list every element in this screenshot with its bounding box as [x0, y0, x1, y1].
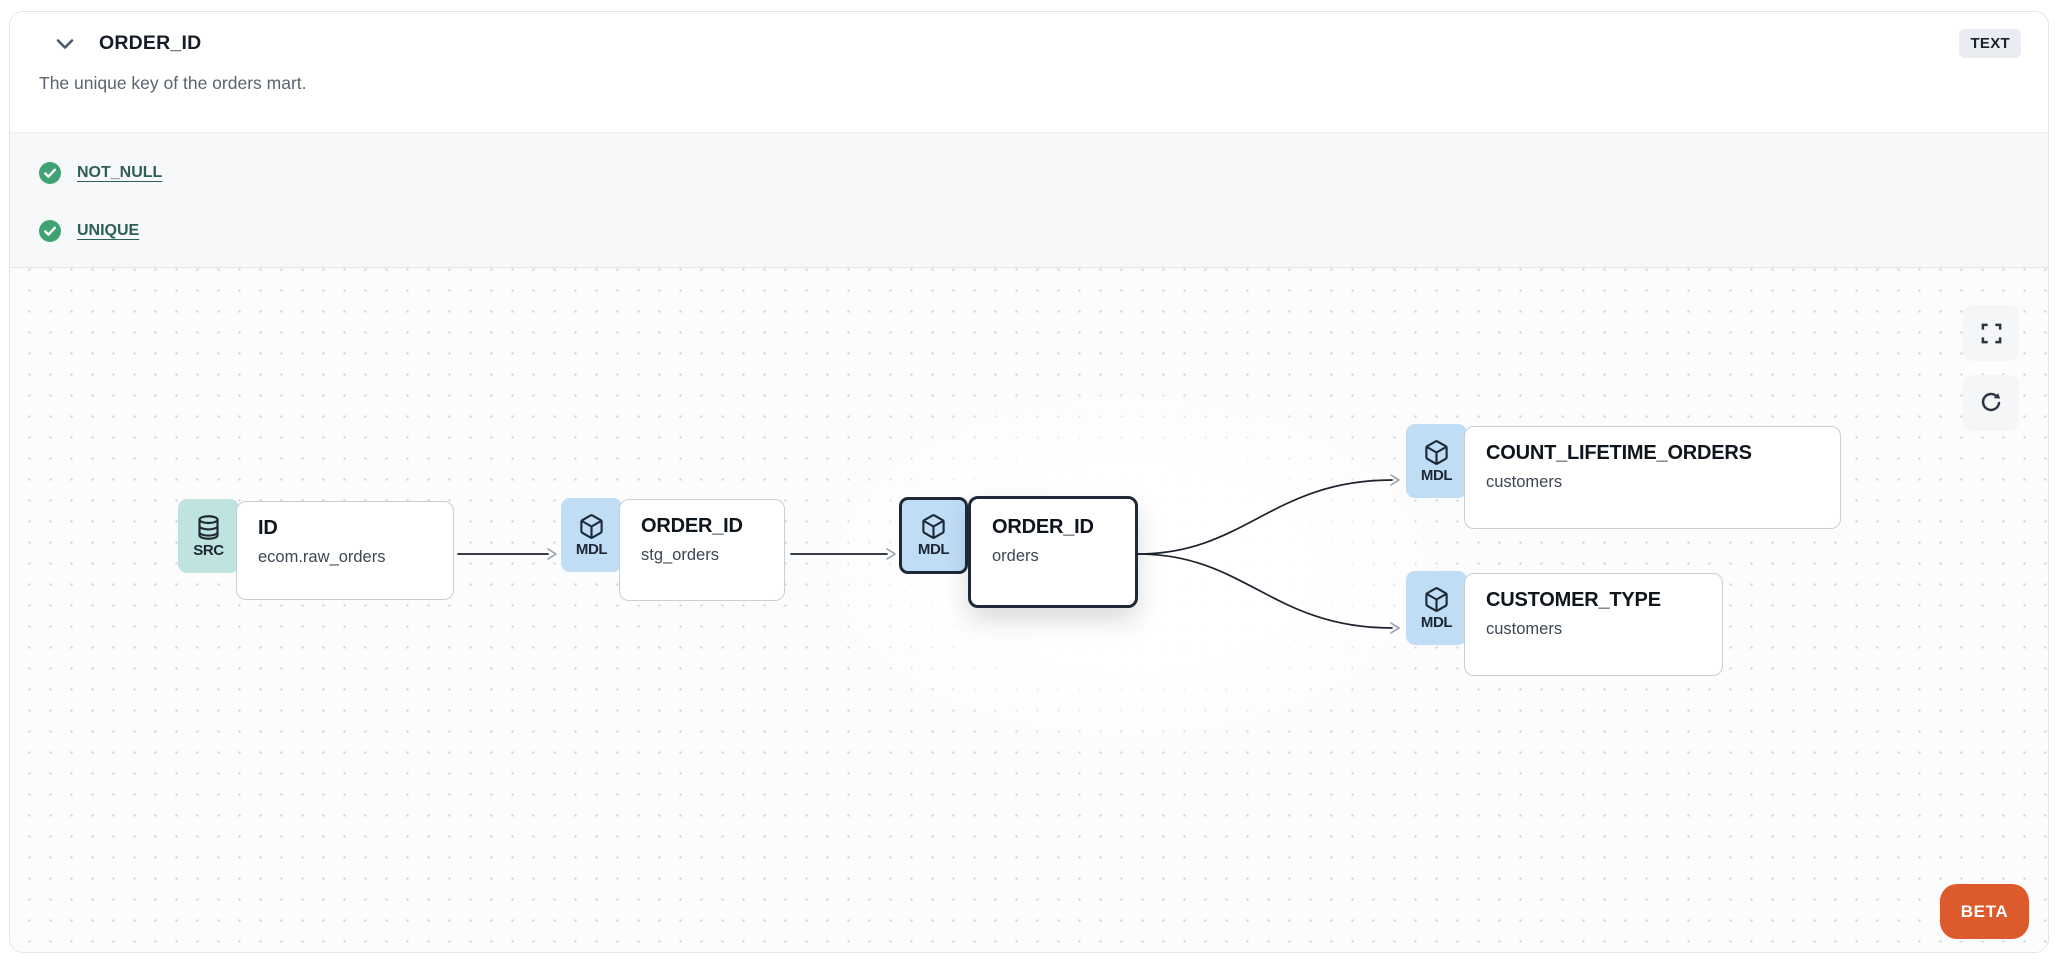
cube-icon — [920, 513, 947, 540]
edge-orders-count — [1137, 479, 1393, 555]
test-link-not-null[interactable]: NOT_NULL — [77, 164, 163, 181]
node-title: COUNT_LIFETIME_ORDERS — [1486, 442, 1752, 464]
fullscreen-button[interactable] — [1963, 305, 2019, 361]
test-link-unique[interactable]: UNIQUE — [77, 222, 140, 239]
node-title: ORDER_ID — [641, 515, 743, 537]
check-circle-icon — [39, 220, 61, 242]
node-card: CUSTOMER_TYPE customers — [1464, 573, 1723, 676]
node-badge-mdl: MDL — [561, 498, 622, 572]
column-description: The unique key of the orders mart. — [39, 73, 307, 93]
beta-badge[interactable]: BETA — [1940, 884, 2029, 939]
node-title: CUSTOMER_TYPE — [1486, 589, 1661, 611]
node-badge-src: SRC — [178, 499, 239, 573]
arrowhead — [886, 548, 896, 560]
node-card: ORDER_ID stg_orders — [619, 499, 785, 601]
database-icon — [195, 514, 222, 541]
refresh-button[interactable] — [1963, 375, 2019, 431]
column-details-panel: ORDER_ID TEXT The unique key of the orde… — [9, 11, 2049, 953]
arrowhead — [1390, 622, 1400, 634]
arrowhead — [547, 548, 557, 560]
panel-header: ORDER_ID TEXT The unique key of the orde… — [10, 12, 2048, 132]
refresh-icon — [1979, 391, 2003, 415]
lineage-canvas[interactable]: SRC ID ecom.raw_orders MDL ORDER_ID — [10, 268, 2048, 952]
node-badge-mdl: MDL — [899, 497, 968, 574]
check-circle-icon — [39, 162, 61, 184]
node-card: ID ecom.raw_orders — [236, 501, 454, 600]
node-badge-label: MDL — [575, 540, 608, 558]
node-subtitle: customers — [1486, 473, 1563, 491]
chevron-down-icon — [56, 38, 74, 50]
fullscreen-icon — [1980, 322, 2003, 345]
column-title: ORDER_ID — [99, 32, 202, 54]
node-subtitle: orders — [992, 547, 1039, 565]
test-row: UNIQUE — [39, 220, 2048, 242]
node-title: ORDER_ID — [992, 516, 1094, 538]
edge-orders-cust — [1137, 553, 1393, 629]
node-badge-label: MDL — [1420, 613, 1453, 631]
node-badge-mdl: MDL — [1406, 424, 1467, 498]
test-row: NOT_NULL — [39, 162, 2048, 184]
node-badge-mdl: MDL — [1406, 571, 1467, 645]
node-subtitle: customers — [1486, 620, 1563, 638]
lineage-edges — [457, 474, 1400, 634]
node-card: COUNT_LIFETIME_ORDERS customers — [1464, 426, 1841, 529]
arrowhead — [1390, 474, 1400, 486]
node-card: ORDER_ID orders — [968, 496, 1138, 608]
column-type-badge: TEXT — [1959, 29, 2021, 58]
node-subtitle: ecom.raw_orders — [258, 548, 386, 566]
cube-icon — [1423, 439, 1450, 466]
node-badge-label: SRC — [193, 541, 224, 559]
cube-icon — [578, 513, 605, 540]
node-badge-label: MDL — [917, 541, 950, 558]
node-badge-label: MDL — [1420, 466, 1453, 484]
node-title: ID — [258, 517, 278, 539]
collapse-toggle-button[interactable] — [52, 31, 78, 57]
node-subtitle: stg_orders — [641, 546, 719, 564]
cube-icon — [1423, 586, 1450, 613]
tests-section: NOT_NULL UNIQUE — [10, 132, 2048, 268]
